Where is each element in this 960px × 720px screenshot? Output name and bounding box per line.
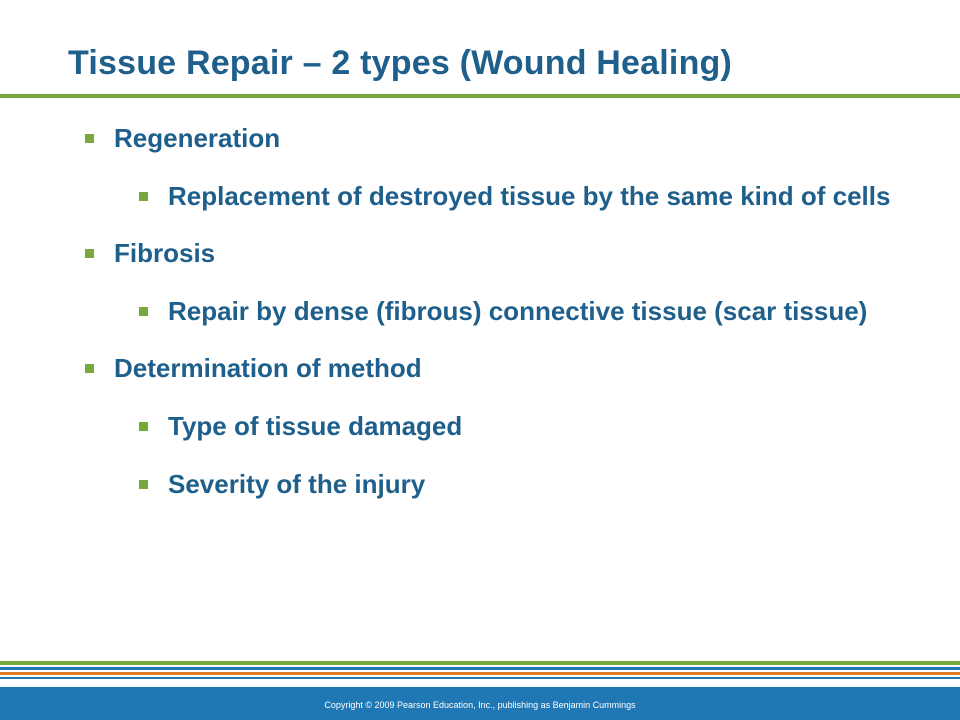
title-underline — [0, 94, 960, 98]
sub-bullet-tissue-type: Type of tissue damaged — [138, 408, 904, 444]
bullet-fibrosis: Fibrosis — [84, 235, 904, 271]
square-bullet-icon — [85, 364, 94, 373]
square-bullet-icon — [139, 480, 148, 489]
footer-stripe-green — [0, 661, 960, 665]
sub-bullet-replacement: Replacement of destroyed tissue by the s… — [138, 178, 904, 214]
footer-stripe-blue-thin — [0, 677, 960, 679]
bullet-list: Regeneration Replacement of destroyed ti… — [84, 120, 904, 502]
square-bullet-icon — [139, 192, 148, 201]
bullet-text: Regeneration — [114, 123, 281, 153]
sub-bullet-text: Replacement of destroyed tissue by the s… — [168, 181, 891, 211]
bullet-text: Determination of method — [114, 353, 422, 383]
square-bullet-icon — [139, 422, 148, 431]
footer-stripe-blue — [0, 667, 960, 670]
bullet-determination: Determination of method — [84, 350, 904, 386]
copyright-notice: Copyright © 2009 Pearson Education, Inc.… — [324, 700, 636, 710]
bullet-text: Fibrosis — [114, 238, 216, 268]
footer-stripe-orange — [0, 672, 960, 675]
square-bullet-icon — [139, 307, 148, 316]
bullet-regeneration: Regeneration — [84, 120, 904, 156]
square-bullet-icon — [85, 134, 94, 143]
sub-bullet-text: Type of tissue damaged — [168, 411, 463, 441]
footer-bar — [0, 687, 960, 720]
sub-bullet-severity: Severity of the injury — [138, 466, 904, 502]
slide-title: Tissue Repair – 2 types (Wound Healing) — [68, 44, 733, 82]
sub-bullet-text: Repair by dense (fibrous) connective tis… — [168, 296, 868, 326]
sub-bullet-text: Severity of the injury — [168, 469, 426, 499]
square-bullet-icon — [85, 249, 94, 258]
sub-bullet-repair: Repair by dense (fibrous) connective tis… — [138, 293, 904, 329]
